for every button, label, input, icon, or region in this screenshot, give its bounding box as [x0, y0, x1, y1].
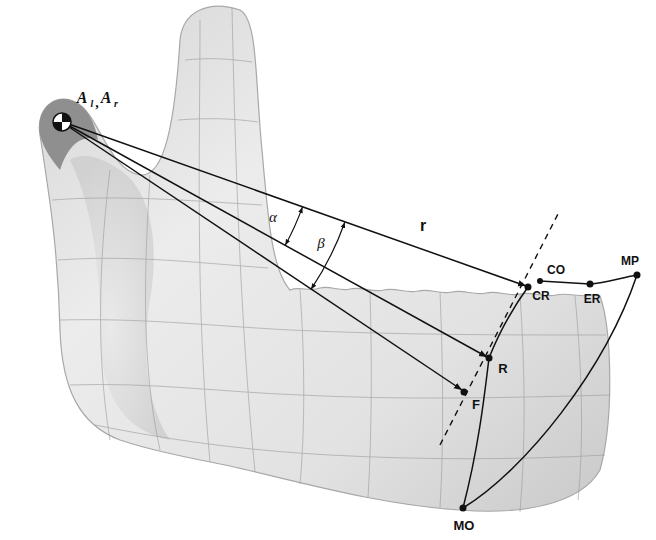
angle-arc	[311, 222, 345, 289]
point-label: R	[498, 362, 507, 375]
vector-arrow	[66, 123, 526, 286]
angle-label: α	[269, 210, 277, 225]
dashed-line	[440, 210, 560, 445]
mandible-outline	[39, 6, 609, 511]
condyle-shading	[39, 99, 98, 170]
angle-label: β	[317, 236, 324, 251]
vector-arrow	[66, 124, 487, 357]
subscript-label: r	[114, 99, 118, 109]
vector-arrow	[66, 125, 462, 390]
subscript-label: l	[91, 99, 94, 109]
point-dot	[460, 272, 641, 512]
point-label: MO	[454, 519, 475, 532]
point-label: F	[472, 398, 480, 411]
radius-label: r	[420, 218, 426, 234]
separator-label: ,	[95, 96, 99, 110]
point-label: MP	[621, 255, 639, 267]
angle-arc	[285, 207, 302, 245]
point-label: CR	[532, 290, 549, 302]
point-label: CO	[547, 264, 565, 276]
mesh-grid	[52, 8, 610, 512]
trajectory	[463, 275, 637, 508]
joint-label: A	[101, 90, 112, 106]
joint-label: A	[77, 90, 88, 106]
center-symbol	[53, 113, 71, 131]
point-label: ER	[584, 293, 601, 305]
